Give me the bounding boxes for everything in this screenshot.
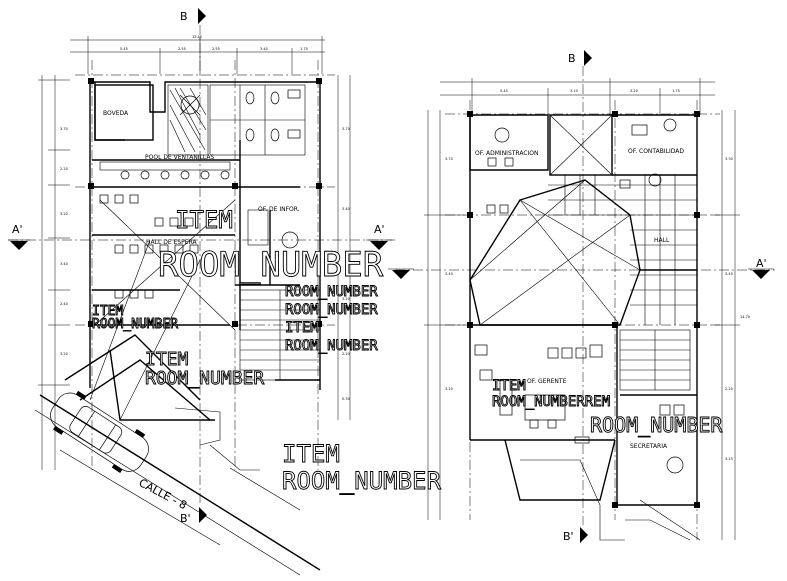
section-marker-a-right: A' [748,257,774,279]
room-number-placeholder-1: ROOM_NUMBER [158,245,384,285]
room-number-placeholder-5: ROOM_NUMBER [285,338,378,354]
room-label-secretaria: SECRETARIA [630,443,668,450]
room-number-placeholder-9: ROOM_NUMBER [590,413,723,437]
item-placeholder-2: ITEM [92,304,123,319]
svg-text:3.40: 3.40 [260,47,268,51]
svg-text:1.75: 1.75 [672,89,680,93]
section-marker-a-right-left [388,268,414,279]
room-label-administracion: OF. ADMINISTRACION [475,150,539,157]
svg-text:3.15: 3.15 [725,457,733,461]
item-placeholder-5: ITEM [282,440,340,468]
room-label-gerente: OF. GERENTE [527,378,567,385]
svg-text:5.45: 5.45 [120,47,128,51]
svg-text:3.20: 3.20 [342,297,350,301]
room-label-pool: POOL DE VENTANILLAS [145,154,215,161]
svg-text:2.55: 2.55 [212,47,220,51]
svg-text:A': A' [374,223,385,236]
room-number-placeholder-8: ROOM_NUMBERREM [492,394,610,410]
svg-text:14.70: 14.70 [740,315,750,319]
room-number-placeholder-2: ROOM_NUMBER [92,317,178,332]
room-label-contabilidad: OF. CONTABILIDAD [628,148,684,155]
svg-text:5.45: 5.45 [500,89,508,93]
svg-text:B': B' [180,512,191,525]
section-marker-b-bottom-left: B' [180,507,207,525]
svg-text:2.20: 2.20 [60,167,68,171]
svg-text:B: B [568,52,576,65]
svg-text:3.40: 3.40 [445,272,453,276]
svg-text:A': A' [12,223,23,236]
svg-text:12.10: 12.10 [192,35,202,39]
svg-text:3.40: 3.40 [725,272,733,276]
street-label: CALLE - 8 [137,476,189,512]
svg-text:2.40: 2.40 [60,302,68,306]
svg-text:2.20: 2.20 [342,352,350,356]
room-label-boveda: BOVEDA [103,110,129,117]
room-number-placeholder-7: ROOM_NUMBER [282,467,441,495]
room-number-placeholder-3: ROOM_NUMBER [285,284,378,300]
svg-text:B': B' [563,530,574,543]
room-label-informes: OF. DE INFOR. [258,206,300,213]
item-placeholder-6: ITEM [492,378,526,394]
room-label-hall-espera: HALL DE ESPERA [146,239,197,246]
svg-text:2.55: 2.55 [178,47,186,51]
svg-text:3.40: 3.40 [342,207,350,211]
section-marker-a-left: A' [8,223,30,250]
svg-text:3.20: 3.20 [445,387,453,391]
svg-text:3.20: 3.20 [60,352,68,356]
placeholder-labels: ITEM ROOM_NUMBER ITEM ROOM_NUMBER ROOM_N… [92,206,724,496]
right-floor-plan: OF. ADMINISTRACION OF. CONTABILIDAD HALL… [424,78,750,541]
svg-text:2.20: 2.20 [725,387,733,391]
svg-text:0.30: 0.30 [342,397,350,401]
car-icon [50,390,149,474]
room-number-placeholder-6: ROOM_NUMBER [145,368,264,389]
section-marker-b-bottom-right: B' [563,527,588,543]
svg-text:3.70: 3.70 [445,157,453,161]
item-placeholder-3: ITEM [285,320,319,336]
svg-text:B: B [180,10,188,23]
room-label-hall: HALL [654,237,670,244]
svg-text:3.70: 3.70 [342,127,350,131]
svg-text:A': A' [756,257,767,270]
svg-text:3.30: 3.30 [725,157,733,161]
svg-text:3.70: 3.70 [60,127,68,131]
svg-text:3.40: 3.40 [60,262,68,266]
svg-text:3.10: 3.10 [570,89,578,93]
svg-text:3.20: 3.20 [630,89,638,93]
section-marker-b-top-right: B [568,50,592,66]
room-number-placeholder-4: ROOM_NUMBER [285,302,378,318]
svg-text:1.75: 1.75 [300,47,308,51]
svg-text:3.20: 3.20 [60,212,68,216]
item-placeholder-4: ITEM [145,349,189,370]
item-placeholder-1: ITEM [175,206,233,234]
section-marker-b-top-left: B [180,8,206,24]
